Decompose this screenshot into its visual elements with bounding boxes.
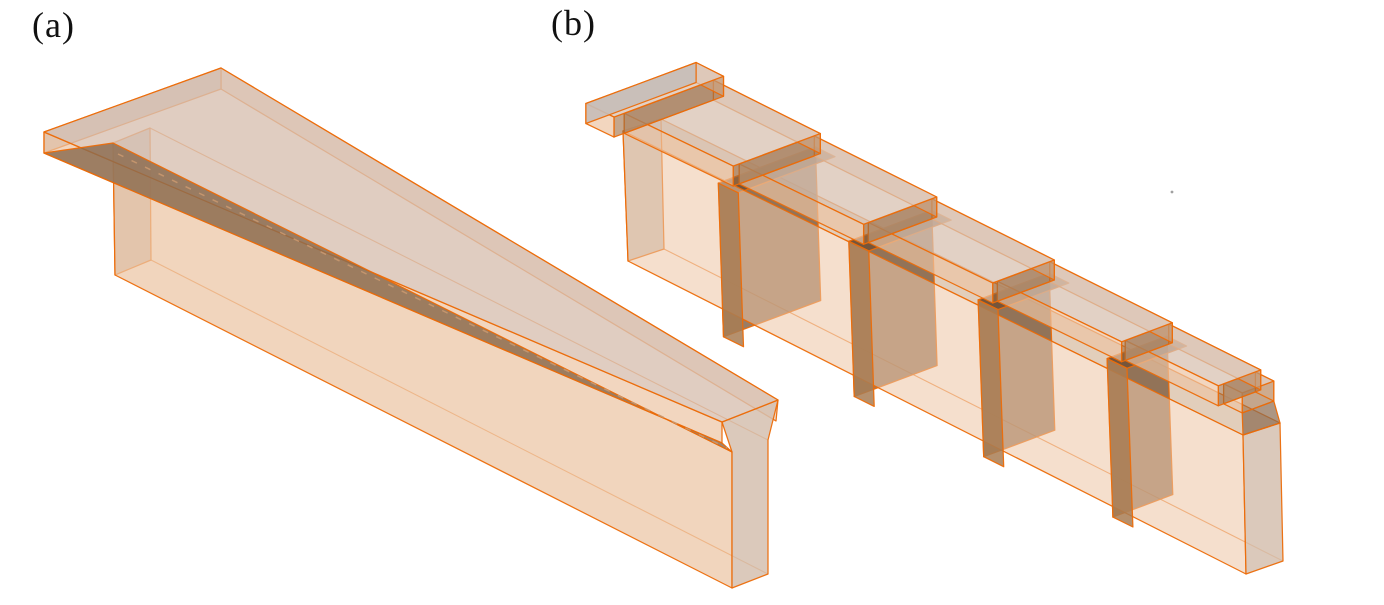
panel-b-label: (b) <box>551 3 596 43</box>
panel-a-tapered-girder <box>43 67 779 589</box>
panel-a-label: (a) <box>32 5 75 45</box>
b-flange-near-face <box>585 61 697 125</box>
b-stiffener-front-face <box>977 299 1005 468</box>
b-stiffener-front-face <box>1106 357 1134 528</box>
b-stiffener-front-face <box>717 182 745 348</box>
panel-b-stepped-girder <box>585 61 1284 575</box>
b-web-far-face <box>1242 422 1284 575</box>
stray-dot <box>1170 190 1174 194</box>
a-haunch-band <box>43 142 733 453</box>
a-flange-top-face <box>43 67 779 423</box>
figure-artifacts <box>1170 190 1174 194</box>
b-stiffener-front-face <box>848 240 875 408</box>
